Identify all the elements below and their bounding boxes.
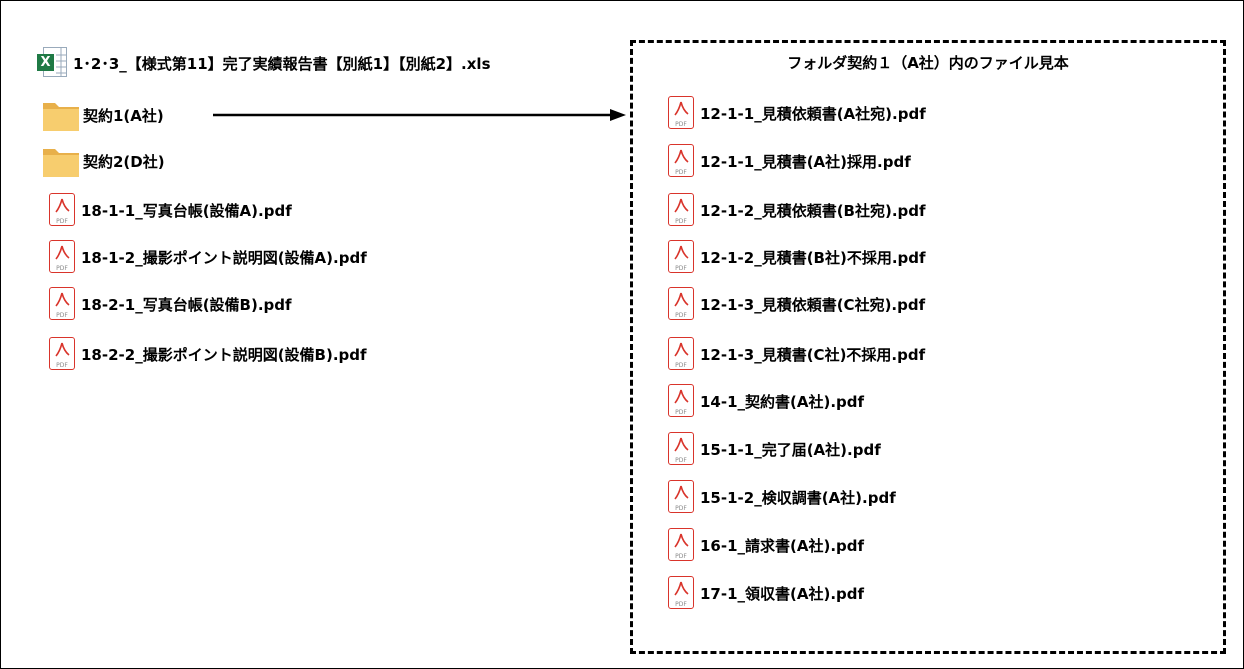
pdf-icon: PDF: [664, 239, 698, 275]
pdf-icon: PDF: [664, 383, 698, 419]
pdf-label: PDF: [56, 218, 68, 225]
pdf-label: PDF: [56, 312, 68, 319]
pdf-label: PDF: [56, 265, 68, 272]
pdf-label: PDF: [675, 169, 687, 176]
pdf-icon: PDF: [664, 431, 698, 467]
file-name: 12-1-3_見積書(C社)不採用.pdf: [700, 345, 926, 364]
file-name: 14-1_契約書(A社).pdf: [700, 392, 865, 411]
folder-file-item[interactable]: PDF 15-1-2_検収調書(A社).pdf: [664, 479, 896, 515]
file-name: 15-1-1_完了届(A社).pdf: [700, 440, 881, 459]
pdf-label: PDF: [675, 601, 687, 608]
file-name: 1･2･3_【様式第11】完了実績報告書【別紙1】【別紙2】.xls: [73, 54, 491, 73]
file-name: 契約2(D社): [83, 152, 165, 171]
file-name: 17-1_領収書(A社).pdf: [700, 584, 865, 603]
folder-file-item[interactable]: PDF 12-1-1_見積依頼書(A社宛).pdf: [664, 95, 926, 131]
pdf-icon: PDF: [664, 575, 698, 611]
file-item-pdf[interactable]: PDF 18-1-1_写真台帳(設備A).pdf: [45, 192, 292, 228]
file-name: 12-1-1_見積書(A社)採用.pdf: [700, 152, 911, 171]
pdf-icon: PDF: [664, 479, 698, 515]
folder-icon: [41, 143, 81, 179]
folder-file-item[interactable]: PDF 15-1-1_完了届(A社).pdf: [664, 431, 881, 467]
pdf-label: PDF: [675, 312, 687, 319]
folder-file-item[interactable]: PDF 16-1_請求書(A社).pdf: [664, 527, 864, 563]
pdf-label: PDF: [675, 121, 687, 128]
pdf-icon: PDF: [664, 95, 698, 131]
folder-file-item[interactable]: PDF 12-1-2_見積書(B社)不採用.pdf: [664, 239, 926, 275]
pdf-icon: PDF: [664, 286, 698, 322]
folder-file-item[interactable]: PDF 14-1_契約書(A社).pdf: [664, 383, 864, 419]
file-name: 18-1-2_撮影ポイント説明図(設備A).pdf: [81, 248, 367, 267]
folder-item-contract2[interactable]: 契約2(D社): [41, 143, 165, 179]
folder-item-contract1[interactable]: 契約1(A社): [41, 97, 164, 133]
file-item-pdf[interactable]: PDF 18-2-1_写真台帳(設備B).pdf: [45, 286, 292, 322]
file-item-pdf[interactable]: PDF 18-2-2_撮影ポイント説明図(設備B).pdf: [45, 336, 367, 372]
pdf-label: PDF: [675, 505, 687, 512]
pdf-label: PDF: [675, 265, 687, 272]
pdf-label: PDF: [675, 409, 687, 416]
folder-file-item[interactable]: PDF 12-1-2_見積依頼書(B社宛).pdf: [664, 192, 926, 228]
pdf-icon: PDF: [45, 192, 79, 228]
pdf-label: PDF: [675, 553, 687, 560]
folder-file-item[interactable]: PDF 12-1-1_見積書(A社)採用.pdf: [664, 143, 911, 179]
arrow-icon: [213, 109, 626, 121]
file-name: 12-1-1_見積依頼書(A社宛).pdf: [700, 104, 926, 123]
pdf-label: PDF: [675, 457, 687, 464]
file-name: 18-2-2_撮影ポイント説明図(設備B).pdf: [81, 345, 367, 364]
pdf-label: PDF: [675, 218, 687, 225]
file-name: 契約1(A社): [83, 106, 164, 125]
file-name: 12-1-2_見積書(B社)不採用.pdf: [700, 248, 926, 267]
file-name: 12-1-3_見積依頼書(C社宛).pdf: [700, 295, 926, 314]
file-name: 18-2-1_写真台帳(設備B).pdf: [81, 295, 292, 314]
file-name: 18-1-1_写真台帳(設備A).pdf: [81, 201, 292, 220]
folder-file-item[interactable]: PDF 17-1_領収書(A社).pdf: [664, 575, 864, 611]
folder-file-item[interactable]: PDF 12-1-3_見積書(C社)不採用.pdf: [664, 336, 925, 372]
folder-icon: [41, 97, 81, 133]
folder-contents-box: フォルダ契約１（A社）内のファイル見本: [630, 40, 1226, 654]
pdf-icon: PDF: [664, 336, 698, 372]
pdf-icon: PDF: [45, 239, 79, 275]
file-item-excel[interactable]: X 1･2･3_【様式第11】完了実績報告書【別紙1】【別紙2】.xls: [37, 45, 491, 81]
file-name: 12-1-2_見積依頼書(B社宛).pdf: [700, 201, 926, 220]
pdf-icon: PDF: [45, 286, 79, 322]
pdf-label: PDF: [675, 362, 687, 369]
pdf-icon: PDF: [664, 527, 698, 563]
pdf-icon: PDF: [664, 192, 698, 228]
excel-icon: X: [37, 45, 71, 81]
file-name: 15-1-2_検収調書(A社).pdf: [700, 488, 896, 507]
pdf-icon: PDF: [45, 336, 79, 372]
pdf-label: PDF: [56, 362, 68, 369]
box-title: フォルダ契約１（A社）内のファイル見本: [787, 54, 1069, 72]
file-name: 16-1_請求書(A社).pdf: [700, 536, 865, 555]
file-item-pdf[interactable]: PDF 18-1-2_撮影ポイント説明図(設備A).pdf: [45, 239, 367, 275]
folder-file-item[interactable]: PDF 12-1-3_見積依頼書(C社宛).pdf: [664, 286, 925, 322]
pdf-icon: PDF: [664, 143, 698, 179]
